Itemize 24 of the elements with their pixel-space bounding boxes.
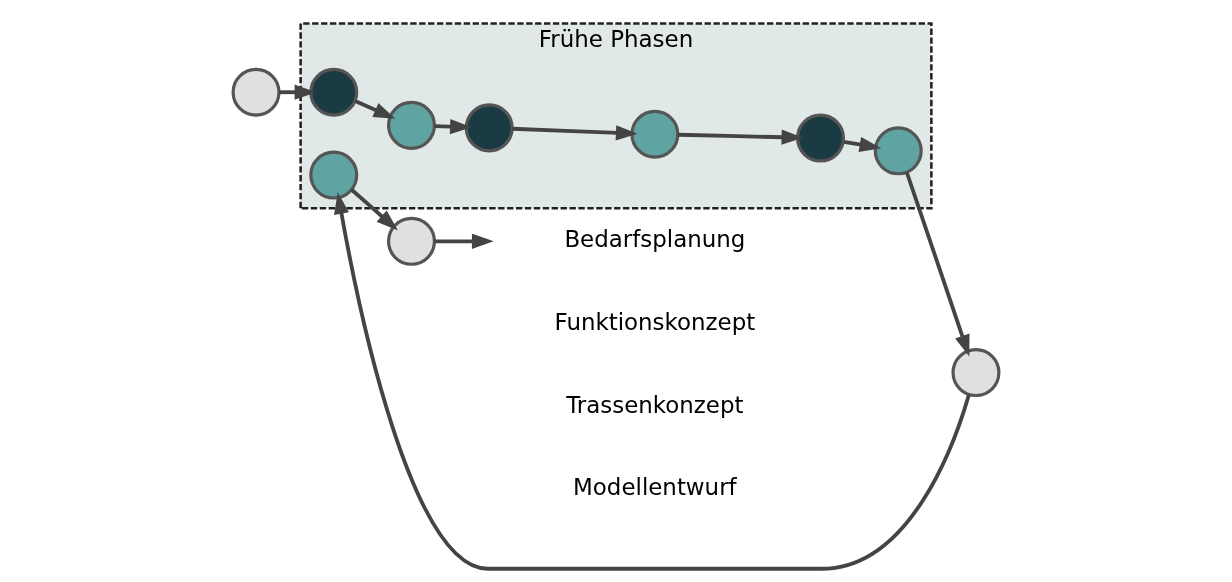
arrow [350,188,398,231]
label: Funktionskonzept [554,308,756,335]
label: Bedarfsplanung [564,225,746,252]
node-circle [796,113,846,163]
arrow [512,125,638,141]
node-circle [309,67,359,117]
label: Modellentwurf [573,474,737,501]
node-circle [231,67,281,117]
arrow [434,233,494,249]
arrow [905,171,970,357]
node-circle [630,109,680,159]
cluster: Frühe Phasen [299,22,933,210]
label: Trassenkonzept [566,391,744,418]
arrow [334,192,971,571]
node-circle [386,216,436,266]
arrow [279,84,317,100]
arrow [354,99,396,119]
arrow [843,137,882,153]
node-circle [464,103,514,153]
node-circle [386,100,436,150]
node-circle [873,126,923,176]
node-circle [309,150,359,200]
node-circle [951,348,1001,398]
arrow [677,129,804,145]
